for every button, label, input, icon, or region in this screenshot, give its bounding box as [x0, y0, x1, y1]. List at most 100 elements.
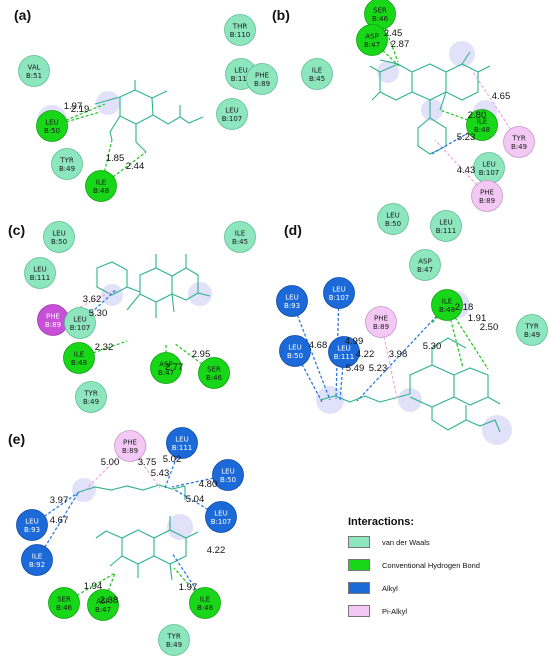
- residue-node: [430, 210, 462, 242]
- distance-label: 1.85: [106, 153, 125, 164]
- residue-node: [48, 587, 80, 619]
- residue-chain-id: B:89: [45, 321, 61, 329]
- residue-node: [212, 459, 244, 491]
- halo-blob: [167, 514, 193, 540]
- residue-node: [64, 307, 96, 339]
- residue-name: LEU: [439, 219, 452, 227]
- interaction-line: [339, 351, 345, 401]
- interaction-line: [335, 292, 340, 400]
- legend-label: van der Waals: [382, 537, 430, 547]
- residue-chain-id: B:93: [284, 302, 300, 310]
- residue-name: LEU: [214, 510, 227, 518]
- residue-name: LEU: [52, 230, 65, 238]
- residue-chain-id: B:89: [122, 447, 138, 455]
- interaction-line: [174, 489, 222, 518]
- residue-chain-id: B:110: [230, 31, 251, 39]
- distance-label: 2.19: [71, 104, 90, 115]
- distance-label: 4.22: [207, 545, 226, 556]
- residue-name: LEU: [288, 344, 301, 352]
- interaction-line: [291, 300, 331, 401]
- ligand-skeleton: [319, 337, 501, 433]
- halo-blob: [398, 388, 422, 412]
- residue-chain-id: B:111: [334, 353, 355, 361]
- residue-chain-id: B:111: [172, 444, 193, 452]
- residue-node: [87, 589, 119, 621]
- residue-chain-id: B:47: [364, 41, 380, 49]
- distance-label: 1.97: [64, 101, 83, 112]
- residue-node: [328, 336, 360, 368]
- residue-chain-id: B:111: [231, 75, 252, 83]
- interaction-line: [31, 491, 80, 526]
- distance-label: 3.98: [389, 349, 408, 360]
- residue-name: ILE: [235, 230, 245, 238]
- residue-chain-id: B:47: [417, 266, 433, 274]
- distance-label: 3.62: [83, 294, 102, 305]
- distance-label: 4.43: [457, 165, 476, 176]
- legend-item-hbond: Conventional Hydrogen Bond: [348, 558, 480, 572]
- ligand-skeleton: [94, 80, 204, 153]
- residue-name: THR: [232, 23, 248, 31]
- residue-name: SER: [207, 366, 221, 374]
- residue-chain-id: B:50: [385, 220, 401, 228]
- residue-chain-id: B:93: [24, 526, 40, 534]
- distance-label: 4.67: [50, 515, 69, 526]
- residue-chain-id: B:50: [287, 352, 303, 360]
- residue-name: ASP: [96, 598, 109, 606]
- residue-name: SER: [373, 7, 387, 15]
- residue-node: [43, 221, 75, 253]
- panel-e: (e)PHEB:89LEUB:111LEUB:50LEUB:107LEUB:93…: [8, 427, 244, 656]
- distance-label: 2.44: [126, 161, 145, 172]
- residue-name: ASP: [159, 361, 172, 369]
- distance-label: 2.77: [165, 362, 184, 373]
- residue-chain-id: B:107: [70, 324, 91, 332]
- residue-name: LEU: [25, 518, 38, 526]
- legend-label: Alkyl: [382, 583, 398, 593]
- distance-label: 2.18: [455, 302, 474, 313]
- residue-node: [16, 509, 48, 541]
- residue-node: [516, 314, 548, 346]
- panel-label: (d): [284, 222, 302, 238]
- halo-blob: [96, 91, 120, 115]
- residue-node: [409, 249, 441, 281]
- residue-chain-id: B:49: [511, 143, 527, 151]
- residue-chain-id: B:46: [56, 604, 73, 612]
- residue-node: [166, 427, 198, 459]
- legend-item-vdw: van der Waals: [348, 535, 430, 549]
- distance-label: 4.65: [492, 91, 511, 102]
- distance-label: 4.99: [345, 336, 364, 347]
- panel-c: (c)LEUB:50ILEB:45LEUB:111PHEB:89LEUB:107…: [8, 221, 256, 413]
- residue-chain-id: B:50: [51, 238, 67, 246]
- distance-label: 2.50: [480, 322, 499, 333]
- residue-name: ILE: [442, 298, 452, 306]
- residue-node: [18, 55, 50, 87]
- residue-chain-id: B:48: [71, 359, 87, 367]
- residue-node: [276, 285, 308, 317]
- residue-chain-id: B:49: [166, 641, 182, 649]
- interaction-line: [78, 340, 128, 359]
- legend-label: Pi-Alkyl: [382, 606, 408, 616]
- panel-b: (b)SERB:46ASPB:47ILEB:45ILEB:48TYRB:49LE…: [272, 0, 535, 212]
- residue-chain-id: B:111: [436, 227, 457, 235]
- residue-node: [36, 110, 68, 142]
- legend-item-alkyl: Alkyl: [348, 581, 398, 595]
- residue-node: [365, 306, 397, 338]
- residue-node: [356, 24, 388, 56]
- residue-chain-id: B:111: [30, 274, 51, 282]
- residue-chain-id: B:50: [44, 127, 60, 135]
- interaction-line: [129, 445, 161, 489]
- distance-label: 1.94: [84, 581, 103, 592]
- residue-name: SER: [57, 596, 71, 604]
- residue-chain-id: B:48: [93, 187, 109, 195]
- residue-name: LEU: [45, 119, 58, 127]
- residue-chain-id: B:49: [59, 165, 75, 173]
- residue-chain-id: B:46: [372, 15, 389, 23]
- residue-chain-id: B:45: [309, 75, 325, 83]
- distance-label: 5.30: [423, 341, 442, 352]
- distance-label: 3.97: [50, 495, 69, 506]
- residue-name: ILE: [477, 118, 487, 126]
- residue-chain-id: B:48: [439, 306, 455, 314]
- legend-item-pi-alkyl: Pi-Alkyl: [348, 604, 407, 618]
- residue-name: PHE: [480, 189, 494, 197]
- residue-chain-id: B:45: [232, 238, 248, 246]
